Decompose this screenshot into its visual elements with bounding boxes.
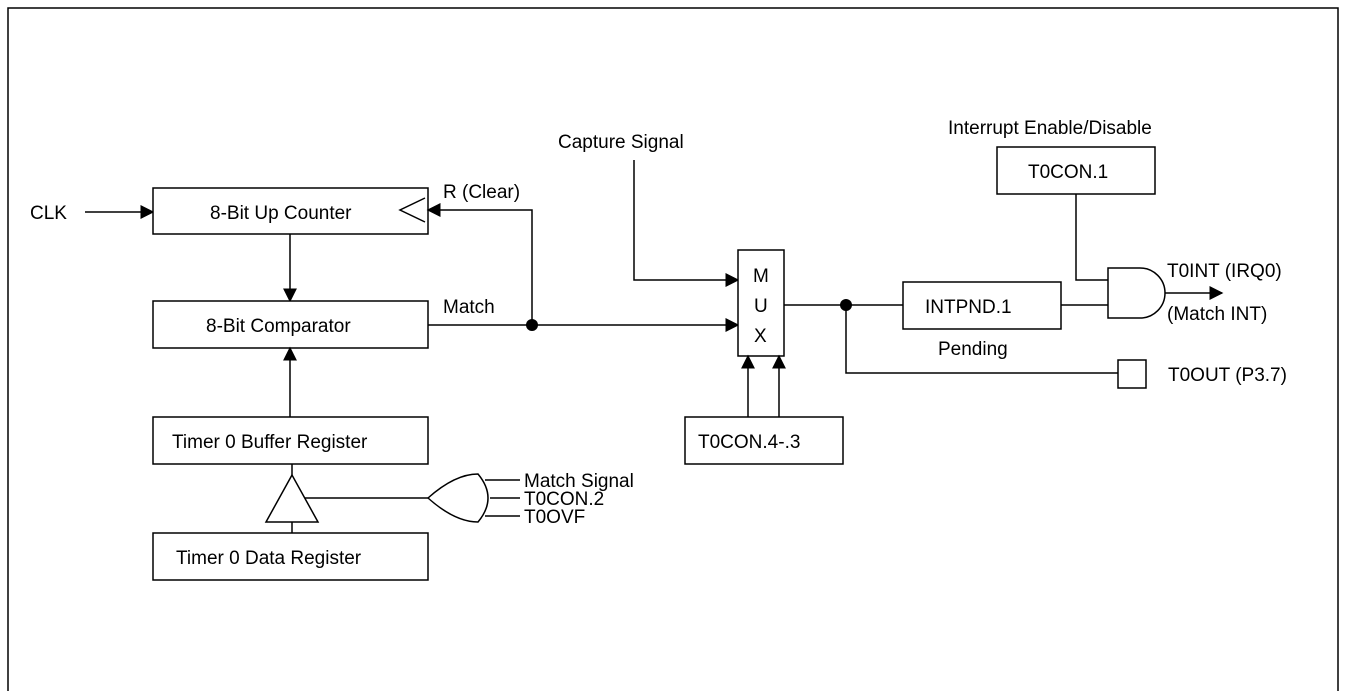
t0con1-label: T0CON.1 [1028,162,1108,183]
t0out-label: T0OUT (P3.7) [1168,365,1287,386]
capture-signal-label: Capture Signal [558,132,684,153]
intpnd-label: INTPND.1 [925,297,1012,318]
mux-select-label: T0CON.4-.3 [698,432,800,453]
match-label: Match [443,297,495,318]
t0out-pin [1117,359,1147,389]
or-input-match-signal: Match Signal [524,471,634,492]
t0out-wire [845,305,1118,374]
t0con1-block [996,146,1156,195]
reset-feedback-wire [426,203,533,325]
clk-label: CLK [30,203,67,224]
buffer-register-label: Timer 0 Buffer Register [172,432,368,453]
or-input-t0ovf: T0OVF [524,507,585,528]
mux-letter-x: X [754,326,767,347]
or-input-t0con2: T0CON.2 [524,489,604,510]
reset-clear-label: R (Clear) [443,182,520,203]
match-junction-dot [526,319,538,331]
or-gate [426,473,489,523]
t0con1-to-and-wire [1075,194,1108,281]
data-register-label: Timer 0 Data Register [176,548,362,569]
mux-select-block [684,416,844,465]
t0int-label: T0INT (IRQ0) [1167,261,1282,282]
counter-clock-triangle [398,197,426,223]
mux-letter-m: M [753,266,769,287]
up-counter-label: 8-Bit Up Counter [210,203,352,224]
comparator-label: 8-Bit Comparator [206,316,351,337]
intpnd-block [902,281,1062,330]
and-gate [1107,267,1166,319]
buffer-register-block [152,416,429,465]
data-register-block [152,532,429,581]
capture-signal-wire [633,160,740,287]
pending-label: Pending [938,339,1008,360]
interrupt-enable-label: Interrupt Enable/Disable [948,118,1152,139]
mux-letter-u: U [754,296,768,317]
match-int-label: (Match INT) [1167,304,1267,325]
mux-block [737,249,785,357]
diagram-frame [7,7,1339,691]
